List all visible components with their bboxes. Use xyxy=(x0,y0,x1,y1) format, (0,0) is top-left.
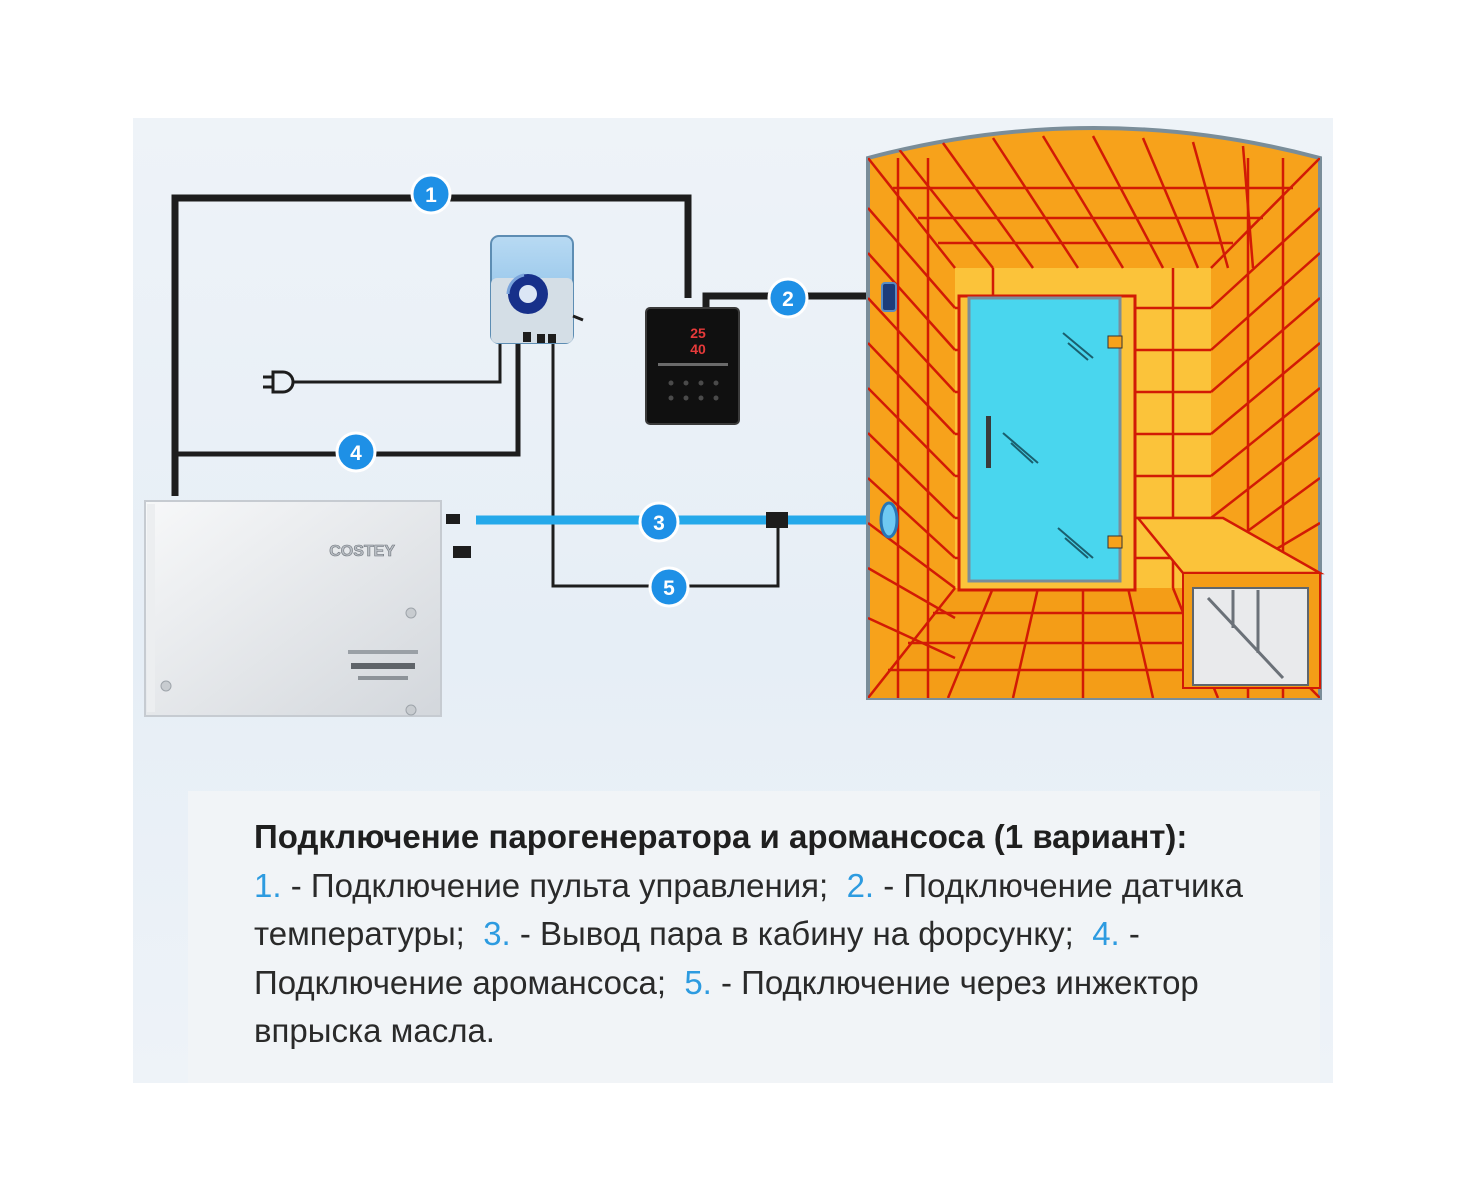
steam-nozzle xyxy=(879,501,899,539)
caption-box: Подключение парогенератора и аромансоса … xyxy=(188,791,1320,1083)
temperature-sensor xyxy=(881,282,897,312)
connection-diagram: COSTEY 25 40 xyxy=(144,126,1325,717)
sensor-wire xyxy=(702,292,868,308)
power-cord xyxy=(293,343,502,384)
item-4-text: - Подключение аромансоса; xyxy=(254,915,1140,1001)
steam-generator: COSTEY xyxy=(144,500,471,717)
power-plug-icon xyxy=(263,370,295,394)
steam-room xyxy=(866,126,1325,700)
svg-text:3: 3 xyxy=(653,512,665,535)
aroma-pump xyxy=(490,235,584,344)
item-1-number: 1. xyxy=(254,866,282,904)
marker-2: 2 xyxy=(767,277,809,319)
pump-wire xyxy=(175,343,521,457)
svg-text:5: 5 xyxy=(663,577,675,600)
caption-title: Подключение парогенератора и аромансоса … xyxy=(254,818,1188,855)
item-5-number: 5. xyxy=(684,963,712,1001)
control-wire xyxy=(171,194,692,496)
marker-4: 4 xyxy=(335,431,377,473)
display-value-1: 25 xyxy=(690,325,706,341)
svg-text:4: 4 xyxy=(350,442,362,465)
item-3-number: 3. xyxy=(483,915,511,952)
marker-1: 1 xyxy=(410,173,452,215)
item-4-number: 4. xyxy=(1092,915,1120,952)
generator-brand: COSTEY xyxy=(329,543,395,560)
item-1-text: - Подключение пульта управления; xyxy=(281,866,829,904)
glass-door xyxy=(967,296,1123,583)
item-2-number: 2. xyxy=(846,866,875,904)
caption-text: Подключение парогенератора и аромансоса … xyxy=(254,813,1294,1056)
bench xyxy=(1135,516,1325,689)
svg-text:2: 2 xyxy=(782,288,794,311)
marker-5: 5 xyxy=(648,566,690,608)
diagram-panel: COSTEY 25 40 xyxy=(133,118,1333,1083)
item-5-text: - Подключение через инжектор впрыска мас… xyxy=(254,963,1199,1050)
display-value-2: 40 xyxy=(690,341,706,357)
svg-text:1: 1 xyxy=(425,184,437,207)
marker-3: 3 xyxy=(638,501,680,543)
control-panel: 25 40 xyxy=(645,307,740,425)
item-2-text: - Подключение датчика температуры; xyxy=(254,866,1243,953)
item-3-text: - Вывод пара в кабину на форсунку; xyxy=(510,915,1074,952)
